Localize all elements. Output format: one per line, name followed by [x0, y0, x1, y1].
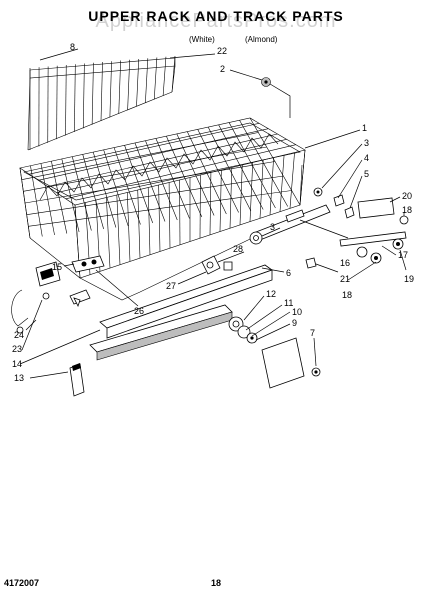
rack-wire — [158, 184, 161, 252]
tine-wire — [56, 65, 58, 140]
page-title: UPPER RACK AND TRACK PARTS — [88, 8, 344, 24]
rack-wire — [147, 187, 151, 255]
callout-5: 5 — [364, 169, 369, 179]
leader-lines — [19, 48, 407, 379]
callout-18-upper: 18 — [402, 205, 412, 215]
callout-3-arm: 3 — [270, 222, 275, 232]
tine-wire — [162, 56, 167, 96]
callout-28: 28 — [233, 244, 243, 254]
watermark: AppliancePartsPros.com — [95, 10, 337, 32]
callout-4: 4 — [364, 153, 369, 163]
callout-24: 24 — [14, 330, 24, 340]
rack-wire — [106, 197, 111, 269]
rack-wire — [289, 152, 295, 209]
callout-12: 12 — [266, 289, 276, 299]
rack-wire — [29, 123, 260, 175]
tine-wire — [127, 59, 130, 111]
rack-wire — [126, 192, 131, 262]
arm-screw — [305, 257, 317, 269]
rack-wire — [209, 172, 212, 235]
color-white-label: (White) — [189, 35, 215, 44]
callout-18-lower: 18 — [342, 290, 352, 300]
rack-wire — [24, 161, 276, 204]
rack-wire — [168, 182, 171, 249]
wheel-hub-assembly — [228, 316, 321, 389]
tine-wire — [171, 55, 176, 93]
lower-track-part — [89, 304, 233, 361]
clip-part — [69, 289, 91, 308]
rack-wire — [299, 149, 306, 206]
callout-23: 23 — [12, 344, 22, 354]
callout-21: 21 — [340, 274, 350, 284]
callout-1: 1 — [362, 123, 367, 133]
rack-wire — [116, 194, 121, 265]
callout-10: 10 — [292, 307, 302, 317]
callout-7: 7 — [310, 328, 315, 338]
tine-insert-part — [27, 55, 176, 151]
rack-wire — [26, 175, 284, 215]
adjuster-arm-part — [249, 204, 331, 245]
callout-labels: 8 22 2 1 3 4 5 20 18 17 19 18 16 21 3 28… — [12, 42, 414, 383]
tine-wire — [74, 64, 76, 132]
rack-top-screw — [261, 77, 271, 87]
tine-wire — [118, 60, 121, 114]
rack-wire — [219, 169, 222, 232]
end-cap-part — [69, 363, 85, 397]
rack-wire — [47, 133, 278, 187]
right-adjuster-part — [339, 197, 409, 264]
rack-wire — [229, 167, 233, 229]
track-stop-part — [201, 255, 233, 275]
callout-20: 20 — [402, 191, 412, 201]
rack-wire — [38, 128, 269, 181]
callout-11: 11 — [284, 298, 293, 308]
rack-wire — [21, 132, 259, 180]
front-bracket-part — [71, 255, 105, 273]
wire-harness-part — [11, 261, 61, 334]
callout-14: 14 — [12, 359, 22, 369]
screw-parts — [313, 187, 355, 219]
callout-15: 15 — [52, 262, 62, 272]
callout-22: 22 — [217, 46, 227, 56]
rack-wire — [269, 157, 274, 215]
callout-19: 19 — [404, 274, 414, 284]
callout-3: 3 — [364, 138, 369, 148]
rack-wire — [239, 164, 243, 225]
rack-wire — [137, 189, 141, 259]
callout-13: 13 — [14, 373, 24, 383]
rack-wire — [56, 139, 287, 193]
rack-wire — [279, 154, 285, 212]
tine-wire — [100, 61, 103, 122]
tine-wire — [91, 62, 94, 125]
tine-wire — [153, 57, 158, 100]
tine-wire — [145, 58, 149, 103]
rack-divider-wire — [39, 133, 279, 201]
rack-wire — [259, 159, 264, 219]
callout-17: 17 — [398, 250, 408, 260]
tine-wire — [65, 64, 67, 136]
callout-16: 16 — [340, 258, 350, 268]
tine-wire — [82, 63, 85, 129]
upper-rack-basket — [19, 117, 306, 301]
tine-wire — [109, 61, 112, 118]
tine-wire — [136, 58, 140, 107]
footer-part-code: 4172007 — [4, 578, 40, 588]
rack-wire — [249, 162, 254, 222]
rack-wire — [65, 144, 296, 200]
callout-26: 26 — [134, 306, 144, 316]
callout-6: 6 — [286, 268, 291, 278]
callout-8: 8 — [70, 42, 75, 52]
rack-wire — [28, 190, 292, 227]
callout-27: 27 — [166, 281, 176, 291]
track-rail-part — [99, 264, 273, 339]
footer-page-number: 18 — [211, 578, 222, 588]
callout-2: 2 — [220, 64, 225, 74]
color-almond-label: (Almond) — [245, 35, 278, 44]
callout-9: 9 — [292, 318, 297, 328]
